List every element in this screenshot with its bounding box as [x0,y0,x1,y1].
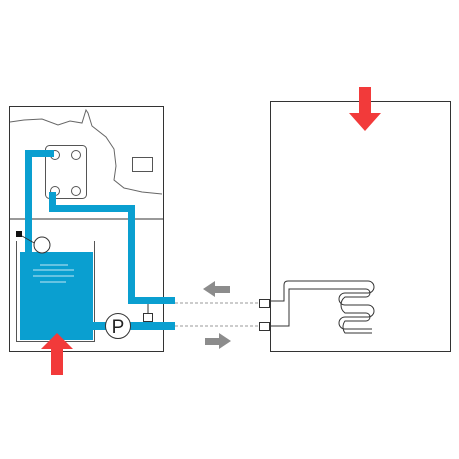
water-pipes [25,150,175,330]
red-arrow-down-icon [349,87,381,131]
collector-port-br [71,186,81,196]
float-ball [33,236,51,254]
pipe-return-in [93,322,175,330]
heating-coil [269,280,375,334]
pipe-horizontal [49,205,135,212]
connector-top [259,299,270,308]
pipe-drop [49,192,56,212]
water-surface-lines [33,264,74,283]
tank-water [20,252,93,340]
pump-icon [105,313,131,339]
float-switch-box [16,231,22,237]
collector-port-tr [71,150,81,160]
left-unit: P [9,106,175,375]
terrain-outline [9,108,163,195]
float-arm [21,235,37,245]
pipe-top [25,150,54,157]
gray-arrow-left-icon [203,281,230,297]
connections [175,281,260,349]
valve-icon [143,313,153,322]
pipe-supply-out [128,297,175,304]
right-unit [259,87,451,352]
small-window [132,157,153,172]
gray-arrow-right-icon [205,333,231,349]
pipe-down [128,205,135,304]
right-unit-housing [270,101,451,352]
pump-label: P [112,317,125,338]
red-arrow-up-icon [41,333,73,375]
pipe-riser [25,150,32,252]
connector-bottom [259,322,270,331]
